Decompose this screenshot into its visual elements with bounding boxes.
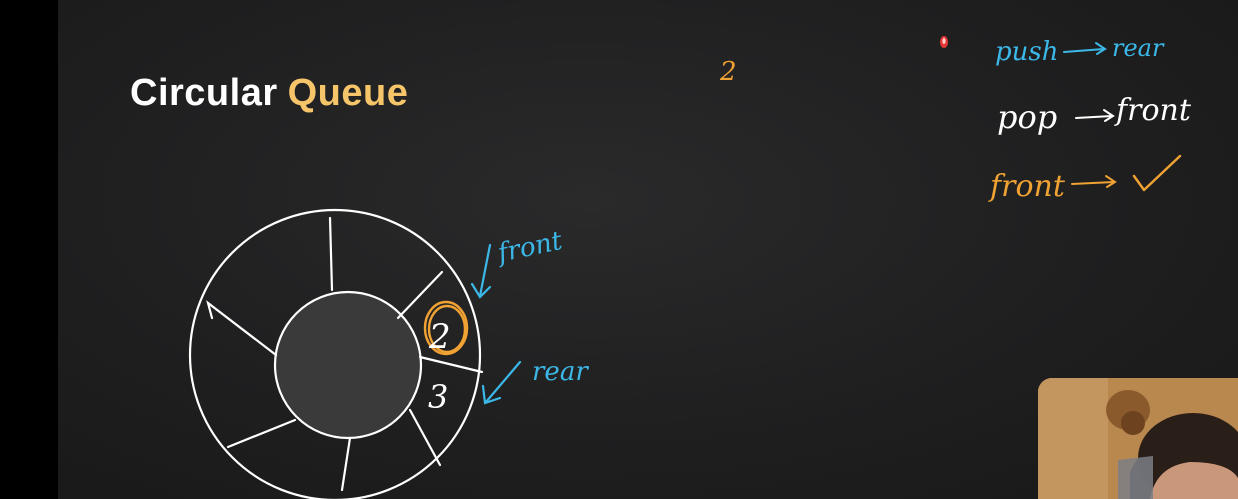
front-pointer — [470, 243, 492, 299]
title-word-circular: Circular — [130, 72, 278, 114]
front-label: front — [493, 226, 565, 269]
left-letterbox — [0, 0, 58, 499]
title-word-queue: Queue — [287, 72, 409, 114]
presenter-video — [1038, 378, 1238, 499]
cell-value-3: 3 — [428, 378, 448, 416]
orange-number-2: 2 — [719, 57, 737, 87]
circular-queue-diagram — [188, 208, 484, 499]
rear-label: rear — [532, 357, 589, 387]
note-front: front — [988, 169, 1066, 204]
note-push-target: rear — [1112, 34, 1165, 62]
arrow-icon — [481, 384, 502, 405]
cell-divider — [418, 355, 484, 374]
arrow-icon — [1075, 109, 1115, 122]
checkmark-icon — [1132, 154, 1182, 192]
arrow-icon — [1071, 175, 1117, 188]
cell-divider — [206, 300, 278, 357]
inner-hub — [273, 290, 423, 440]
note-push: push — [995, 37, 1058, 67]
highlight-circle — [423, 300, 469, 356]
webcam-overlay — [1038, 378, 1238, 499]
note-pop-target: front — [1114, 93, 1192, 128]
note-pop: pop — [997, 98, 1057, 136]
laser-pointer-icon — [940, 36, 948, 48]
cell-divider — [226, 418, 297, 449]
arrow-icon — [484, 360, 522, 404]
arrow-icon — [1063, 42, 1107, 55]
cell-divider — [340, 436, 352, 492]
rear-pointer — [481, 360, 522, 405]
cell-value-2: 2 — [428, 317, 451, 357]
arrow-icon — [470, 282, 492, 299]
arrow-icon — [478, 243, 492, 298]
outer-ring — [188, 208, 482, 499]
cell-divider — [328, 216, 334, 292]
cell-divider — [408, 408, 442, 467]
cell-divider — [396, 270, 444, 320]
